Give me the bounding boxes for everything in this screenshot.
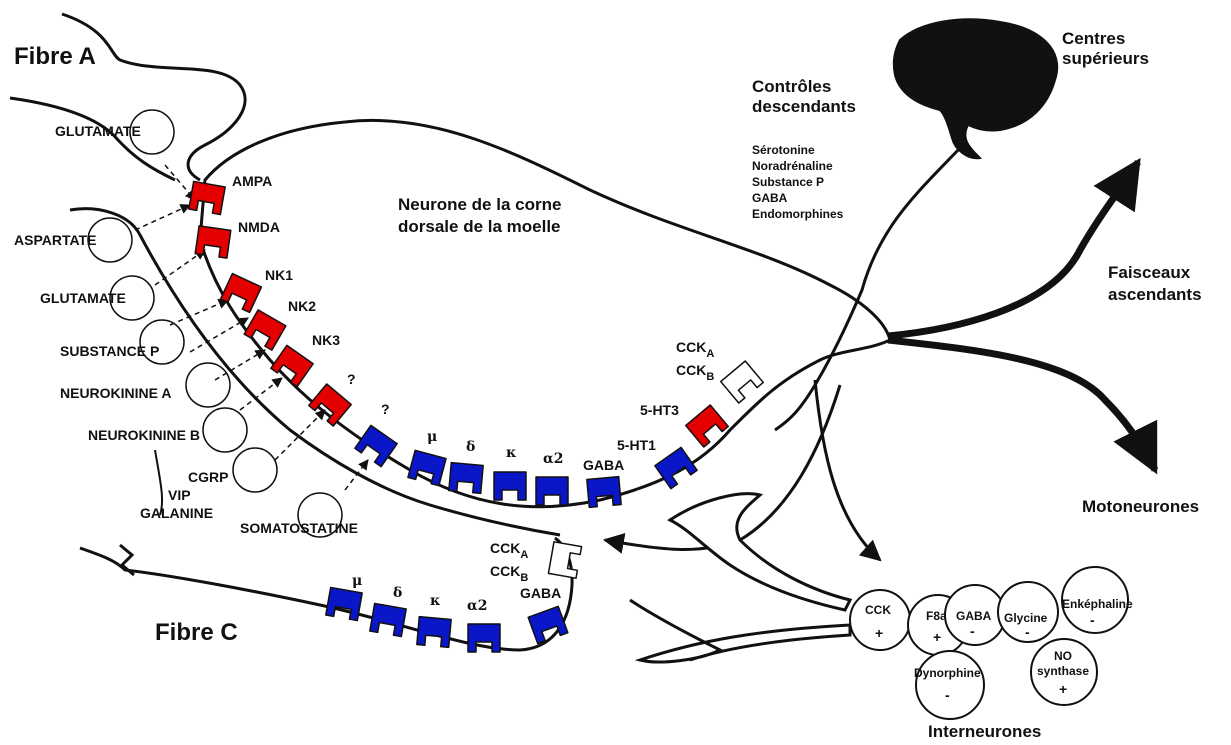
receptor-label: κ bbox=[506, 445, 517, 461]
interneuron-name: Glycine bbox=[1004, 611, 1048, 625]
receptor-label: δ bbox=[393, 585, 402, 601]
fibre-a-label: Fibre A bbox=[14, 43, 96, 70]
pre-gaba-receptor bbox=[528, 606, 568, 643]
receptor-label: κ bbox=[430, 593, 441, 609]
centres-label-line-1: Centres bbox=[1062, 29, 1125, 48]
controles-label-line-2: descendants bbox=[752, 97, 856, 116]
receptor-label: NK3 bbox=[312, 332, 340, 348]
interneuron-sign: - bbox=[945, 687, 950, 703]
neuron-title-line-1: Neurone de la corne bbox=[398, 195, 561, 214]
transmitter-label: SUBSTANCE P bbox=[60, 343, 159, 359]
receptor-label: 5-HT3 bbox=[640, 402, 679, 418]
receptor-label: CCKB bbox=[490, 563, 528, 584]
interneuron-name: synthase bbox=[1037, 664, 1089, 678]
gaba-receptor bbox=[587, 477, 621, 508]
descending-transmitter: Noradrénaline bbox=[752, 159, 833, 173]
transmitter-label: CGRP bbox=[188, 469, 228, 485]
receptor-label: GABA bbox=[583, 457, 624, 473]
pre-delta-receptor bbox=[370, 603, 406, 636]
interneuron-process-upper bbox=[670, 494, 850, 610]
centres-label-line-2: supérieurs bbox=[1062, 49, 1149, 68]
receptor-label: NMDA bbox=[238, 219, 280, 235]
descending-transmitter: Sérotonine bbox=[752, 143, 815, 157]
transmitter-label: VIP bbox=[168, 487, 191, 503]
interneurones-label: Interneurones bbox=[928, 722, 1041, 741]
interneuron-name: CCK bbox=[865, 603, 891, 617]
receptor-label: CCKA bbox=[490, 540, 528, 561]
interneuron-sign: - bbox=[1090, 612, 1095, 628]
motoneuron-axon bbox=[888, 340, 1155, 470]
receptor-label: NK2 bbox=[288, 298, 316, 314]
interneuron-sign: - bbox=[1025, 624, 1030, 640]
receptor-label: δ bbox=[466, 439, 475, 455]
transmitter-label: ASPARTATE bbox=[14, 232, 96, 248]
fibre-c-label: Fibre C bbox=[155, 619, 238, 646]
transmitter-label: GLUTAMATE bbox=[40, 290, 126, 306]
interneuron-circle bbox=[850, 590, 910, 650]
receptor-label: AMPA bbox=[232, 173, 272, 189]
pre-cck-receptor bbox=[548, 542, 581, 578]
interneuron-cluster: CCK + F8a + GABA - Glycine - Enképhaline… bbox=[850, 567, 1133, 719]
faisceaux-label-line-1: Faisceaux bbox=[1108, 263, 1191, 282]
pre-kappa-receptor bbox=[417, 617, 451, 648]
receptor-label: μ bbox=[427, 429, 437, 445]
fibre-a-terminal bbox=[62, 14, 245, 180]
interneuron-circle bbox=[916, 651, 984, 719]
descending-transmitter: Substance P bbox=[752, 175, 824, 189]
transmitter-label: NEUROKININE B bbox=[88, 427, 200, 443]
receptor-label: ? bbox=[381, 401, 390, 417]
receptor-label: α2 bbox=[543, 451, 564, 467]
interneuron-name: NO bbox=[1054, 649, 1072, 663]
interneuron-name: GABA bbox=[956, 609, 992, 623]
receptor-label: α2 bbox=[467, 598, 488, 614]
transmitter-label: NEUROKININE A bbox=[60, 385, 172, 401]
transmitter-label: SOMATOSTATINE bbox=[240, 520, 358, 536]
interneuron-name: Dynorphine bbox=[914, 666, 981, 680]
ascending-tract-axon bbox=[888, 162, 1138, 336]
receptor-label: ? bbox=[347, 371, 356, 387]
interneuron-process-lower bbox=[630, 600, 850, 662]
receptor-label: 5-HT1 bbox=[617, 437, 656, 453]
interneuron-sign: + bbox=[875, 625, 883, 641]
descending-transmitter: Endomorphines bbox=[752, 207, 844, 221]
interneuron-name: Enképhaline bbox=[1062, 597, 1133, 611]
axon-to-interneurons bbox=[815, 380, 880, 560]
faisceaux-label-line-2: ascendants bbox=[1108, 285, 1202, 304]
controles-label-line-1: Contrôles bbox=[752, 77, 831, 96]
transmitter-label: GLUTAMATE bbox=[55, 123, 141, 139]
receptor-label: μ bbox=[352, 573, 362, 589]
pre-mu-receptor bbox=[326, 587, 362, 620]
neuron-title-line-2: dorsale de la moelle bbox=[398, 217, 561, 236]
interneuron-sign: + bbox=[933, 629, 941, 645]
transmitter-label: GALANINE bbox=[140, 505, 213, 521]
interneuron-name: F8a bbox=[926, 609, 947, 623]
brain-icon bbox=[894, 19, 1057, 158]
interneuron-sign: + bbox=[1059, 681, 1067, 697]
receptor-label: NK1 bbox=[265, 267, 293, 283]
receptor-label: GABA bbox=[520, 585, 561, 601]
motoneurones-label: Motoneurones bbox=[1082, 497, 1199, 516]
interneuron-sign: - bbox=[970, 623, 975, 639]
descending-transmitter: GABA bbox=[752, 191, 788, 205]
